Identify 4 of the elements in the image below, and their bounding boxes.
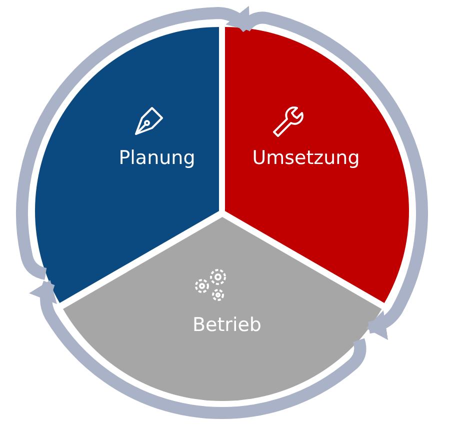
cycle-arrow: [29, 280, 366, 419]
segment-label: Betrieb: [192, 314, 262, 336]
segment-label: Umsetzung: [252, 147, 360, 169]
segment-label: Planung: [118, 147, 196, 169]
